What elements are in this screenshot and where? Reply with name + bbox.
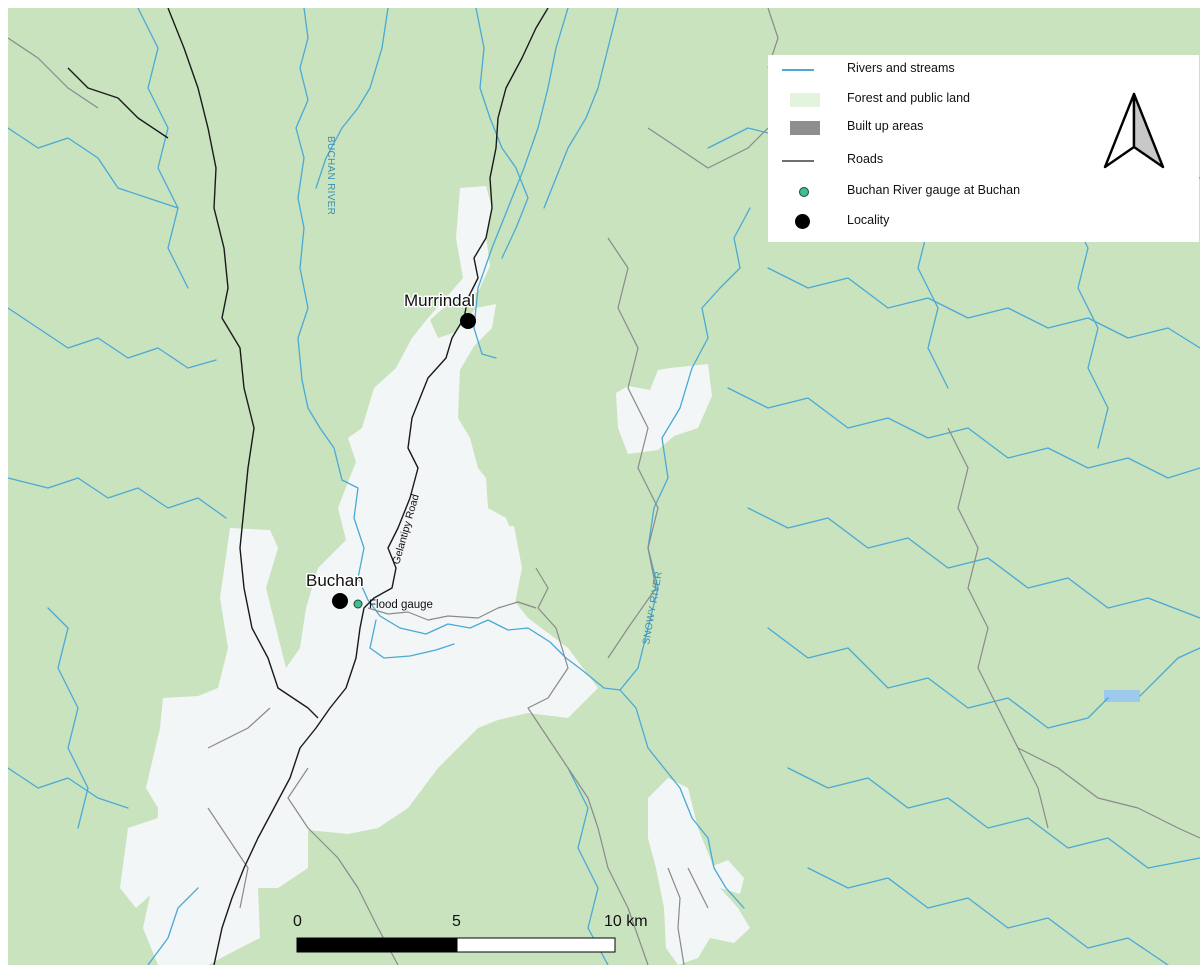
gelantipy-road-line xyxy=(213,8,549,965)
locality-marker xyxy=(332,593,348,609)
locality-marker xyxy=(460,313,476,329)
cleared-land xyxy=(120,186,750,965)
locality-murrindal-label: Murrindal xyxy=(404,291,475,310)
minor-road-s-1 xyxy=(287,767,399,965)
legend-label-gauge: Buchan River gauge at Buchan xyxy=(847,183,1021,197)
legend-swatch-built xyxy=(778,118,820,138)
scale-bar: 0 5 10 km xyxy=(293,913,648,953)
scale-tick-10: 10 km xyxy=(604,913,648,930)
scale-bar-segment-dark xyxy=(296,937,458,953)
north-arrow-icon xyxy=(1103,92,1165,169)
rivers-layer xyxy=(8,8,1200,965)
buchan-river-line xyxy=(295,8,621,691)
main-road-west xyxy=(167,8,319,719)
minor-road-se-3 xyxy=(687,867,709,909)
river-murrindal xyxy=(473,8,569,359)
minor-road-e-2 xyxy=(607,237,659,659)
minor-road-e-5 xyxy=(947,427,1049,829)
main-roads-layer xyxy=(67,8,549,965)
locality-buchan[interactable]: Buchan xyxy=(305,570,365,609)
river-e-3 xyxy=(727,387,1200,479)
snowy-river-south xyxy=(619,689,745,909)
river-trib-a xyxy=(369,619,455,659)
river-sw-1 xyxy=(147,887,199,965)
map-canvas[interactable]: BUCHAN RIVER SNOWY RIVER Gelantipy Road … xyxy=(8,8,1200,965)
river-e-4 xyxy=(747,507,1200,619)
minor-road-e-3 xyxy=(647,127,769,169)
legend-swatch-forest xyxy=(778,90,820,110)
river-w-6 xyxy=(8,767,129,809)
legend-label-roads: Roads xyxy=(847,152,884,166)
cleared-land-main xyxy=(143,186,598,965)
river-w-3 xyxy=(47,607,89,829)
legend-label-rivers: Rivers and streams xyxy=(847,61,955,75)
cleared-land-west-patch xyxy=(120,818,168,908)
minor-road-w-2 xyxy=(207,707,271,749)
minor-road-s-2 xyxy=(207,807,249,909)
minor-roads-layer xyxy=(8,8,1200,965)
river-e-6 xyxy=(1139,647,1200,697)
cleared-land-south-patch xyxy=(648,778,750,965)
main-road-nw xyxy=(67,67,169,139)
minor-road-se-2 xyxy=(667,867,685,965)
flood-gauge[interactable]: Flood gauge xyxy=(353,599,433,611)
legend-label-built: Built up areas xyxy=(847,119,924,133)
river-n-trib-1 xyxy=(475,8,529,259)
legend-label-locality: Locality xyxy=(847,213,890,227)
scale-tick-5: 5 xyxy=(452,913,461,930)
scale-tick-0: 0 xyxy=(293,913,302,930)
river-w-4 xyxy=(137,8,189,289)
river-n-trib-3 xyxy=(315,8,389,189)
minor-road-e-1 xyxy=(527,567,649,965)
cleared-land-mid-patch xyxy=(484,526,522,608)
river-e-5 xyxy=(767,627,1109,729)
cleared-land-east-patch xyxy=(616,364,712,454)
flood-gauge-label: Flood gauge xyxy=(369,599,433,611)
map-legend: Rivers and streams Forest and public lan… xyxy=(768,55,1199,242)
river-w-5 xyxy=(8,127,179,209)
gauge-marker xyxy=(353,599,363,609)
legend-swatch-rivers xyxy=(778,60,814,80)
river-w-2 xyxy=(8,477,227,519)
locality-buchan-label: Buchan xyxy=(306,571,364,590)
river-n-trib-2 xyxy=(543,8,619,209)
legend-swatch-gauge xyxy=(778,182,812,202)
river-w-1 xyxy=(8,307,217,369)
water-body xyxy=(1104,690,1140,702)
scale-bar-segment-light xyxy=(456,937,616,953)
locality-murrindal[interactable]: Murrindal xyxy=(403,290,476,329)
river-se-1 xyxy=(807,867,1169,965)
legend-label-forest: Forest and public land xyxy=(847,91,970,105)
snowy-river-line xyxy=(619,207,751,691)
river-e-2 xyxy=(767,267,1200,349)
river-e-7 xyxy=(787,767,1200,869)
minor-road-e-6 xyxy=(1017,747,1200,839)
legend-swatch-roads xyxy=(778,151,814,171)
buchan-river-label: BUCHAN RIVER xyxy=(325,136,336,215)
minor-road-gauge xyxy=(367,601,537,621)
legend-swatch-locality xyxy=(778,212,812,232)
river-e-9 xyxy=(1067,207,1109,449)
cleared-land-southeast-patch xyxy=(708,860,744,894)
minor-road-w-1 xyxy=(8,37,99,109)
river-s-1 xyxy=(567,767,609,965)
